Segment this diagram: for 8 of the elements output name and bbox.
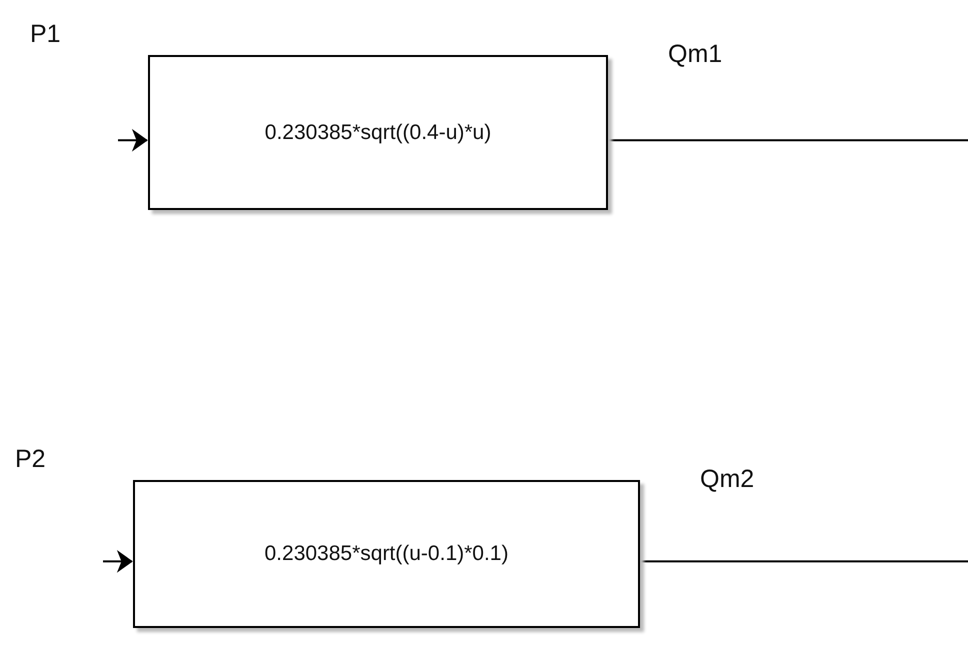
signal-line <box>640 560 968 562</box>
function-expression: 0.230385*sqrt((u-0.1)*0.1) <box>264 542 508 566</box>
function-block <box>148 55 608 210</box>
input-port-arrow <box>103 550 132 572</box>
function-expression: 0.230385*sqrt((0.4-u)*u) <box>264 120 492 144</box>
function-block <box>133 480 640 628</box>
signal-line <box>608 139 968 142</box>
input-port-arrow <box>118 130 148 151</box>
